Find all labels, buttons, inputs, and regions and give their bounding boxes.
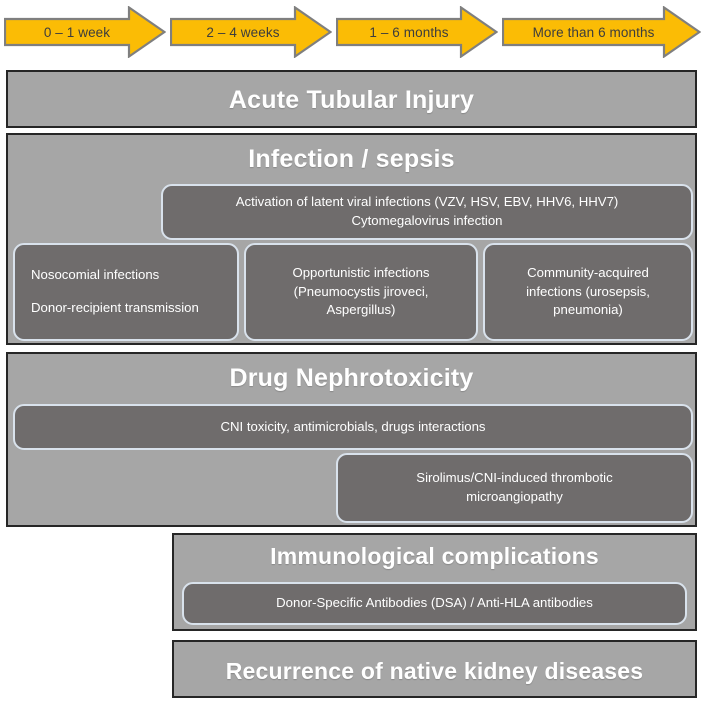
timeline-arrow-3[interactable]: More than 6 months xyxy=(502,6,701,58)
box-line: Cytomegalovirus infection xyxy=(351,213,503,228)
section-drug-nephrotoxicity[interactable]: Drug Nephrotoxicity CNI toxicity, antimi… xyxy=(6,352,697,527)
box-line: pneumonia) xyxy=(553,302,623,318)
chevron-arrow-icon xyxy=(336,6,498,58)
section-acute-tubular-injury[interactable]: Acute Tubular Injury xyxy=(6,70,697,128)
box-line: microangiopathy xyxy=(466,489,563,504)
box-sirolimus-thrombotic-microangiopathy[interactable]: Sirolimus/CNI-induced thrombotic microan… xyxy=(336,453,693,523)
box-line: (Pneumocystis jiroveci, xyxy=(293,283,429,299)
section-immunological-complications[interactable]: Immunological complications Donor-Specif… xyxy=(172,533,697,631)
chevron-arrow-icon xyxy=(4,6,166,58)
section-title-drug-nephrotoxicity: Drug Nephrotoxicity xyxy=(229,364,474,392)
box-line-spacer xyxy=(31,285,227,299)
box-nosocomial-infections[interactable]: Nosocomial infections Donor-recipient tr… xyxy=(13,243,239,341)
box-line: infections (urosepsis, xyxy=(526,283,650,299)
box-line: Community-acquired xyxy=(527,264,649,280)
timeline-arrow-label-1: 2 – 4 weeks xyxy=(206,24,280,40)
box-latent-viral-infections[interactable]: Activation of latent viral infections (V… xyxy=(161,184,693,240)
box-donor-specific-antibodies[interactable]: Donor-Specific Antibodies (DSA) / Anti-H… xyxy=(182,582,687,625)
timeline-arrow-2[interactable]: 1 – 6 months xyxy=(336,6,498,58)
box-opportunistic-infections[interactable]: Opportunistic infections (Pneumocystis j… xyxy=(244,243,478,341)
box-line: Donor-recipient transmission xyxy=(31,300,199,315)
timeline-arrow-label-3: More than 6 months xyxy=(532,24,655,40)
box-line: CNI toxicity, antimicrobials, drugs inte… xyxy=(220,418,486,434)
box-community-acquired-infections[interactable]: Community-acquired infections (urosepsis… xyxy=(483,243,693,341)
section-title-recurrence-native-kidney-diseases: Recurrence of native kidney diseases xyxy=(225,658,644,684)
timeline-arrow-label-2: 1 – 6 months xyxy=(369,24,449,40)
chevron-arrow-icon xyxy=(502,6,701,58)
timeline-arrows: 0 – 1 week 2 – 4 weeks 1 – 6 months More… xyxy=(0,0,703,64)
box-cni-toxicity[interactable]: CNI toxicity, antimicrobials, drugs inte… xyxy=(13,404,693,450)
chevron-arrow-icon xyxy=(170,6,332,58)
box-line: Aspergillus) xyxy=(326,302,396,318)
timeline-arrow-label-0: 0 – 1 week xyxy=(43,24,111,40)
section-title-immunological-complications: Immunological complications xyxy=(270,543,599,569)
section-infection-sepsis[interactable]: Infection / sepsis Activation of latent … xyxy=(6,133,697,345)
box-line: Opportunistic infections xyxy=(292,264,430,280)
section-title-acute-tubular-injury: Acute Tubular Injury xyxy=(228,86,475,114)
box-line: Sirolimus/CNI-induced thrombotic xyxy=(416,470,613,486)
timeline-arrow-1[interactable]: 2 – 4 weeks xyxy=(170,6,332,58)
box-line: Nosocomial infections xyxy=(31,267,160,283)
box-line: Donor-Specific Antibodies (DSA) / Anti-H… xyxy=(276,595,593,611)
section-title-infection-sepsis: Infection / sepsis xyxy=(248,145,455,173)
box-line: Activation of latent viral infections (V… xyxy=(235,194,619,210)
section-recurrence-native-kidney-diseases[interactable]: Recurrence of native kidney diseases xyxy=(172,640,697,698)
timeline-arrow-0[interactable]: 0 – 1 week xyxy=(4,6,166,58)
